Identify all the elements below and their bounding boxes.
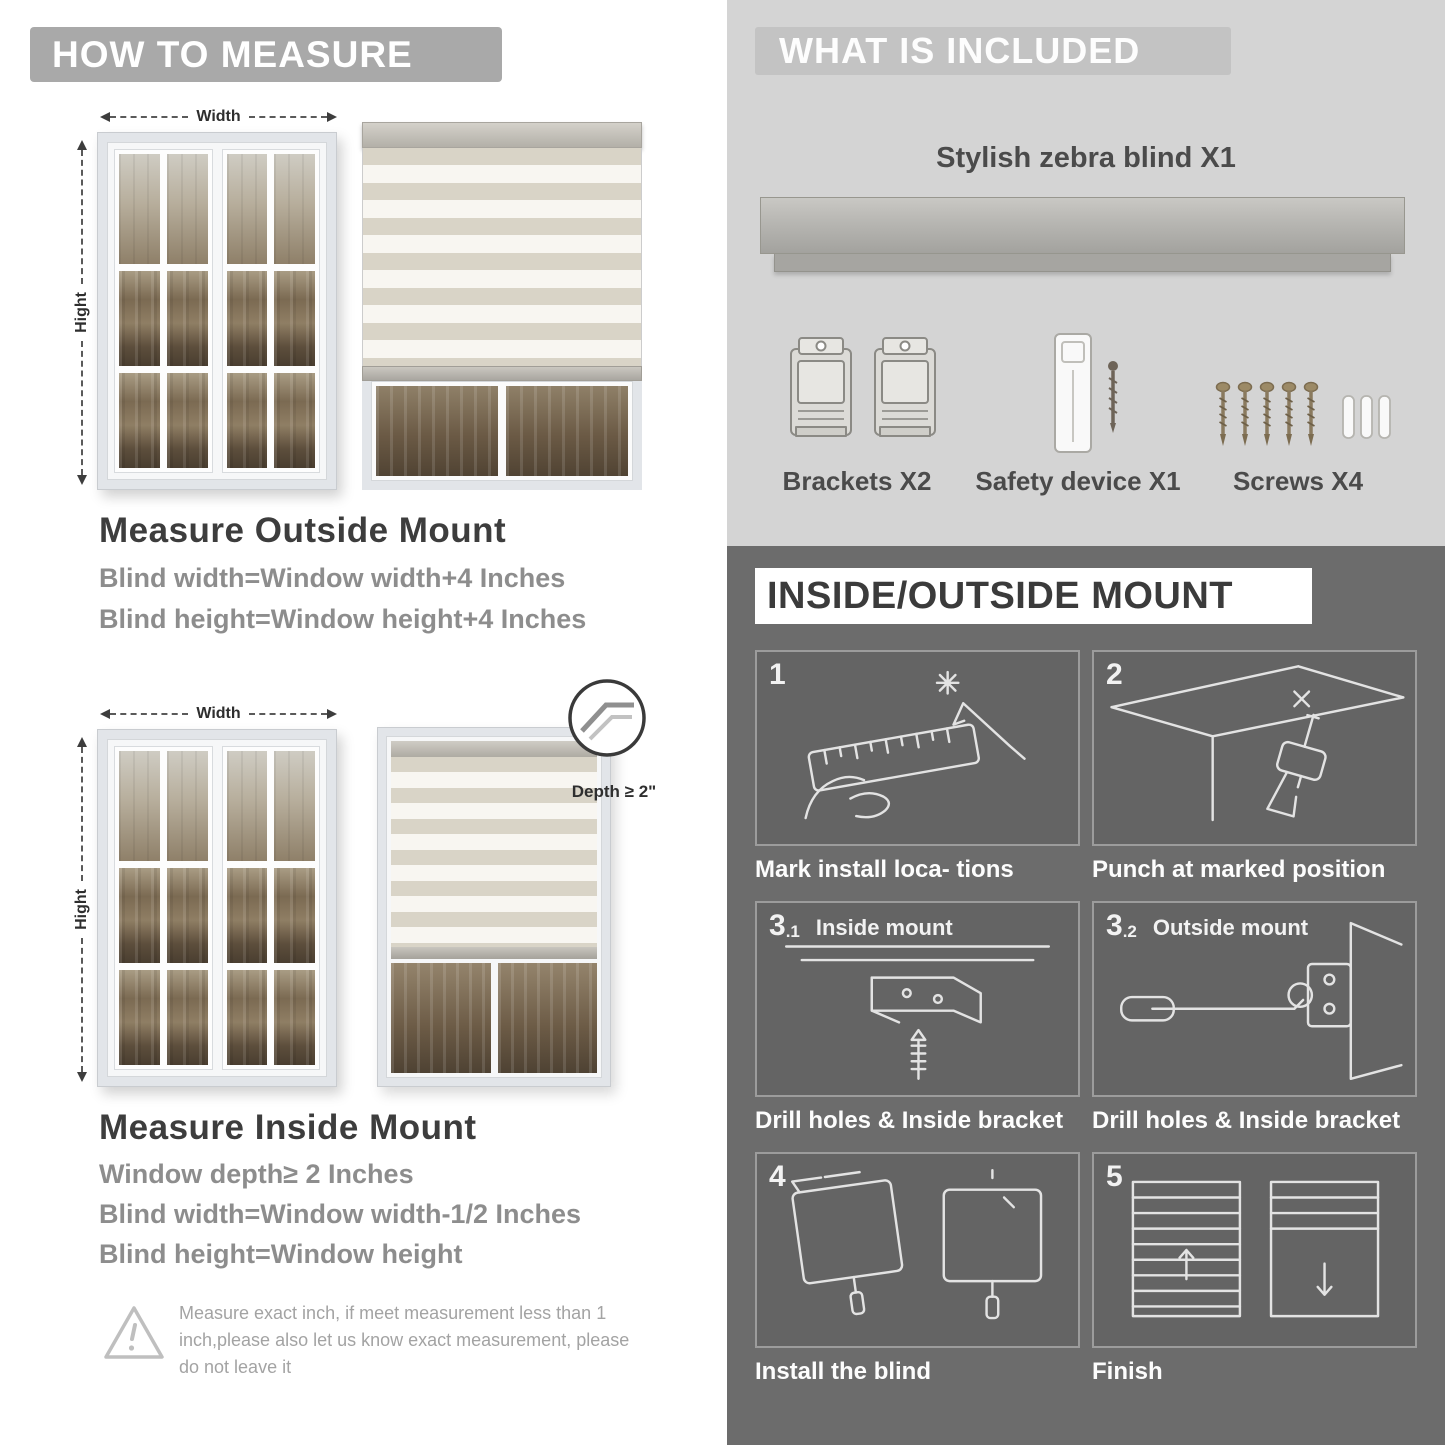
step-4: 4	[755, 1151, 1080, 1387]
height-label: Hight	[73, 889, 90, 930]
arrow-left-icon	[100, 709, 110, 719]
step-3-1: 3 .1 Inside mount	[755, 900, 1080, 1136]
depth-callout-circle	[566, 677, 648, 759]
step-3-2: 3 .2 Outside mount	[1092, 900, 1417, 1136]
step-3-1-panel: 3 .1 Inside mount	[755, 900, 1080, 1097]
window-photo-inside	[97, 729, 337, 1087]
brackets-label: Brackets X2	[782, 466, 932, 496]
warning-triangle-icon	[102, 1303, 166, 1363]
screws-illustration	[1215, 378, 1400, 462]
inside-bracket-illustration	[784, 945, 1051, 1080]
included-item-labels: Brackets X2 Safety device X1 Screws X4	[757, 466, 1437, 497]
outside-bracket-illustration	[1120, 921, 1403, 1080]
step-4-caption: Install the blind	[755, 1357, 932, 1385]
warning-text: Measure exact inch, if meet measurement …	[179, 1303, 630, 1377]
blind-headrail-illustration	[760, 197, 1405, 254]
window-sash	[221, 149, 320, 473]
depth-callout-label: Depth ≥ 2"	[571, 782, 657, 801]
step-number: 2	[1106, 658, 1123, 691]
mount-steps-grid: 1	[755, 650, 1417, 1386]
install-blind-illustration	[790, 1168, 1043, 1319]
zebra-blind-outside-figure	[362, 122, 642, 490]
height-measurement-outside: Hight	[70, 140, 94, 485]
width-label: Width	[196, 108, 241, 125]
step-3-1-caption: Drill holes & Inside bracket	[755, 1106, 1064, 1134]
width-label: Width	[196, 705, 241, 722]
window-sash	[114, 149, 213, 473]
mount-guide-title: INSIDE/OUTSIDE MOUNT	[767, 575, 1234, 617]
blind-bottomrail	[391, 947, 597, 959]
brackets-illustration	[785, 333, 945, 461]
blind-item-label: Stylish zebra blind X1	[936, 142, 1236, 174]
width-measurement-outside: Width	[100, 106, 337, 128]
magnified-corner-icon	[568, 679, 646, 757]
inside-formula-width: Blind width=Window width-1/2 Inches	[99, 1199, 582, 1229]
mount-guide-section: INSIDE/OUTSIDE MOUNT 1	[727, 546, 1445, 1445]
step-3-2-caption: Drill holes & Inside bracket	[1092, 1106, 1401, 1134]
step-number: 1	[769, 658, 786, 691]
height-measurement-inside: Hight	[70, 737, 94, 1082]
step-1: 1	[755, 650, 1080, 885]
step-5: 5 Finish	[1092, 1151, 1417, 1387]
step-3-2-panel: 3 .2 Outside mount	[1092, 900, 1417, 1097]
safety-device-illustration	[1045, 330, 1135, 462]
zebra-blind-inside-figure	[377, 727, 611, 1087]
outside-mount-label: Outside mount	[1152, 914, 1309, 940]
arrow-up-icon	[77, 140, 87, 150]
measure-inside-title: Measure Inside Mount	[99, 1108, 477, 1147]
how-to-measure-section: HOW TO MEASURE Width Hight	[30, 27, 657, 1377]
step-number: 3	[1106, 908, 1123, 942]
step-5-panel: 5	[1092, 1151, 1417, 1348]
outside-formula-width: Blind width=Window width+4 Inches	[99, 563, 566, 593]
screws-label: Screws X4	[1232, 466, 1364, 496]
step-number: 4	[769, 1159, 786, 1193]
blind-stripes	[362, 148, 642, 366]
step-5-caption: Finish	[1092, 1357, 1163, 1385]
step-1-panel: 1	[755, 650, 1080, 846]
step-number: 3	[769, 908, 786, 942]
arrow-down-icon	[77, 475, 87, 485]
step-4-panel: 4	[755, 1151, 1080, 1348]
mount-guide-header: INSIDE/OUTSIDE MOUNT	[755, 568, 1312, 624]
outside-formula-height: Blind height=Window height+4 Inches	[99, 604, 587, 634]
arrow-down-icon	[77, 1072, 87, 1082]
measure-outside-title: Measure Outside Mount	[99, 511, 507, 550]
window-sash	[114, 746, 213, 1070]
blind-headrail	[391, 741, 597, 757]
finished-blinds-illustration	[1131, 1180, 1380, 1317]
blind-headrail	[362, 122, 642, 148]
what-is-included-section: WHAT IS INCLUDED Stylish zebra blind X1	[727, 0, 1445, 546]
window-sash	[221, 746, 320, 1070]
inside-formula-depth: Window depth≥ 2 Inches	[99, 1159, 414, 1189]
step-number: 5	[1106, 1159, 1123, 1193]
step-2-panel: 2	[1092, 650, 1417, 846]
blind-headrail-underside	[774, 254, 1391, 272]
what-is-included-title: WHAT IS INCLUDED	[779, 30, 1141, 71]
drill-ceiling-illustration	[1110, 665, 1405, 822]
arrow-left-icon	[100, 112, 110, 122]
step-2-caption: Punch at marked position	[1092, 856, 1386, 883]
how-to-measure-title: HOW TO MEASURE	[52, 34, 413, 75]
step-1-caption: Mark install loca- tions	[755, 856, 1014, 883]
arrow-right-icon	[327, 709, 337, 719]
window-photo-outside	[97, 132, 337, 490]
inside-mount-label: Inside mount	[815, 914, 953, 940]
height-label: Hight	[73, 292, 90, 333]
arrow-up-icon	[77, 737, 87, 747]
what-is-included-header: WHAT IS INCLUDED	[755, 27, 1231, 75]
inside-formula-height: Blind height=Window height	[99, 1239, 463, 1269]
blind-bottomrail	[362, 366, 642, 381]
window-below-blind	[362, 381, 642, 490]
mark-location-illustration	[804, 670, 1026, 820]
how-to-measure-header: HOW TO MEASURE	[30, 27, 502, 82]
width-measurement-inside: Width	[100, 703, 337, 725]
safety-device-label: Safety device X1	[975, 466, 1181, 496]
blind-stripes	[391, 757, 597, 947]
arrow-right-icon	[327, 112, 337, 122]
step-2: 2	[1092, 650, 1417, 885]
window-below-blind	[391, 959, 597, 1073]
